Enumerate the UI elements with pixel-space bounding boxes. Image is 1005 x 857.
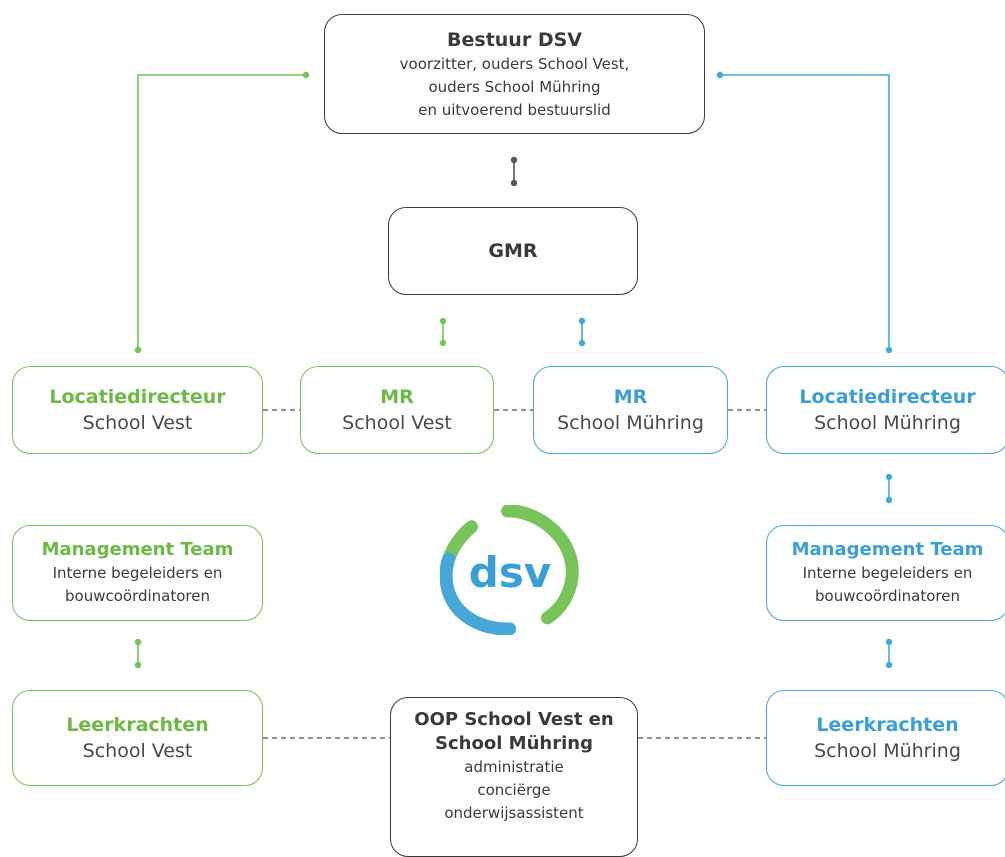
box-bestuur-dsv: Bestuur DSV voorzitter, ouders School Ve… <box>324 14 705 134</box>
connector-dot <box>885 638 893 646</box>
box-subtitle: School Mühring <box>814 740 961 762</box>
box-management-team-vest: Management Team Interne begeleiders en b… <box>12 525 263 621</box>
box-title: Leerkrachten <box>66 714 209 736</box>
dsv-logo-icon: dsv <box>440 505 579 635</box>
box-title: Leerkrachten <box>816 714 959 736</box>
box-oop: OOP School Vest en School Mühring admini… <box>390 697 638 857</box>
box-line: Interne begeleiders en <box>52 564 223 582</box>
box-line: voorzitter, ouders School Vest, <box>399 54 630 73</box>
connector-dot <box>885 346 893 354</box>
box-line: bouwcoördinatoren <box>815 587 960 605</box>
logo-text: dsv <box>469 548 551 597</box>
box-line: administratie <box>464 758 564 776</box>
box-mr-vest: MR School Vest <box>300 366 494 454</box>
connector-dot <box>885 661 893 669</box>
connector-dot <box>510 179 518 187</box>
connector-bestuur-locatie-muhring <box>720 74 890 350</box>
connector-dot <box>134 638 142 646</box>
box-line: ouders School Mühring <box>428 77 601 96</box>
connector-dot <box>885 496 893 504</box>
box-title: OOP School Vest en <box>414 709 614 730</box>
box-title: GMR <box>488 240 538 262</box>
box-title: School Mühring <box>435 733 593 754</box>
box-locatiedirecteur-vest: Locatiedirecteur School Vest <box>12 366 263 454</box>
box-line: conciërge <box>477 781 551 799</box>
box-line: bouwcoördinatoren <box>65 587 210 605</box>
box-line: onderwijsassistent <box>444 804 584 822</box>
connector-dot <box>134 661 142 669</box>
connector-dot <box>134 346 142 354</box>
box-mr-muhring: MR School Mühring <box>533 366 728 454</box>
box-title: MR <box>613 386 648 408</box>
connector-dot <box>716 71 724 79</box>
box-subtitle: School Mühring <box>557 412 704 434</box>
connector-dot <box>439 317 447 325</box>
connector-dot <box>510 156 518 164</box>
box-line: Interne begeleiders en <box>802 564 973 582</box>
box-locatiedirecteur-muhring: Locatiedirecteur School Mühring <box>766 366 1005 454</box>
box-subtitle: School Vest <box>342 412 452 434</box>
box-title: MR <box>380 386 414 408</box>
connector-bestuur-locatie-vest <box>137 74 306 350</box>
box-leerkrachten-muhring: Leerkrachten School Mühring <box>766 690 1005 786</box>
box-subtitle: School Vest <box>82 740 193 762</box>
connector-dot <box>578 339 586 347</box>
box-subtitle: School Mühring <box>814 412 961 434</box>
connector-dot <box>439 339 447 347</box>
connector-dot <box>885 473 893 481</box>
box-title: Management Team <box>41 539 234 560</box>
box-title: Management Team <box>791 539 984 560</box>
box-title: Bestuur DSV <box>447 28 582 51</box>
box-gmr: GMR <box>388 207 638 295</box>
connector-dot <box>578 317 586 325</box>
box-line: en uitvoerend bestuurslid <box>418 100 611 119</box>
box-title: Locatiedirecteur <box>799 386 976 408</box>
box-management-team-muhring: Management Team Interne begeleiders en b… <box>766 525 1005 621</box>
box-leerkrachten-vest: Leerkrachten School Vest <box>12 690 263 786</box>
connector-dot <box>302 71 310 79</box>
box-title: Locatiedirecteur <box>49 386 226 408</box>
box-subtitle: School Vest <box>82 412 193 434</box>
